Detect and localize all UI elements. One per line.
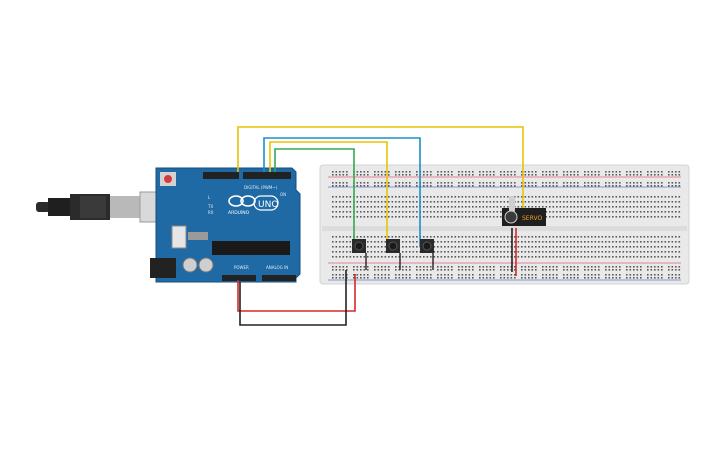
reset-button-icon[interactable] bbox=[164, 175, 172, 183]
model-label: UNO bbox=[258, 200, 278, 210]
pushbutton-icon bbox=[388, 241, 398, 251]
wire-green-button1[interactable] bbox=[274, 148, 355, 247]
rx-label: RX bbox=[208, 210, 214, 215]
wire-blue-button3[interactable] bbox=[263, 137, 421, 247]
l-led-label: L bbox=[208, 195, 211, 200]
pushbutton-icon bbox=[422, 241, 432, 251]
wire-yellow-servo[interactable] bbox=[237, 126, 524, 222]
wire-red-power[interactable] bbox=[237, 274, 356, 312]
uno-badge: UNO bbox=[253, 195, 279, 211]
pushbutton-3[interactable] bbox=[420, 239, 434, 270]
on-label: ON bbox=[280, 192, 286, 197]
pushbutton-1[interactable] bbox=[352, 239, 367, 270]
tx-label: TX bbox=[207, 204, 213, 209]
pushbutton-icon bbox=[354, 241, 364, 251]
digital-label: DIGITAL (PWM~) bbox=[244, 185, 278, 190]
usb-cable-icon[interactable] bbox=[36, 191, 175, 223]
arduino-uno-board[interactable]: DIGITAL (PWM~) L TX RX ON ARDUINO UNO PO… bbox=[150, 167, 301, 283]
analog-label: ANALOG IN bbox=[266, 265, 288, 270]
wire-black-ground[interactable] bbox=[239, 270, 347, 326]
arduino-logo-icon bbox=[228, 195, 256, 207]
power-label: POWER bbox=[234, 265, 249, 270]
microcontroller-chip-icon bbox=[212, 241, 290, 255]
pushbutton-2[interactable] bbox=[386, 239, 401, 270]
servo-motor-icon bbox=[504, 210, 518, 224]
servo-motor[interactable]: SERVO bbox=[502, 196, 546, 276]
servo-label: SERVO bbox=[522, 215, 542, 222]
wire-yellow-button2[interactable] bbox=[269, 141, 388, 247]
brand-label: ARDUINO bbox=[228, 210, 250, 216]
